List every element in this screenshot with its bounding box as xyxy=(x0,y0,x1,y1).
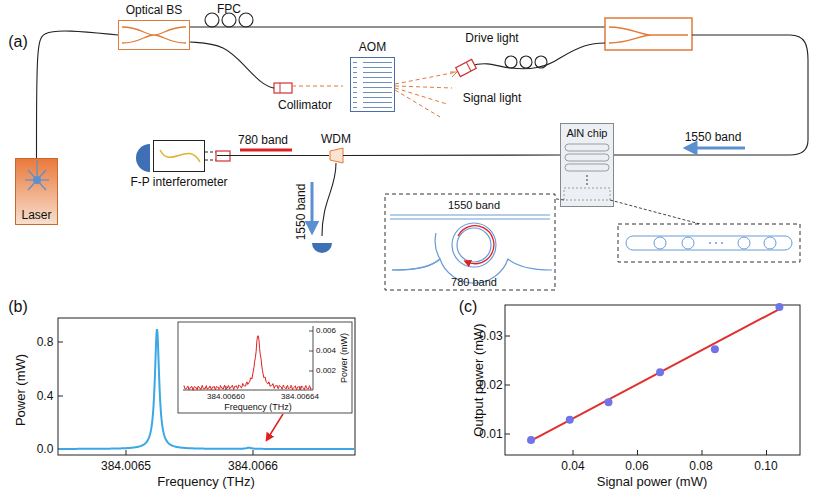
figure-label: 0.04 xyxy=(561,460,584,472)
figure-label: 0.004 xyxy=(316,347,336,355)
figure-label: Drive light xyxy=(465,32,518,44)
figure-label: 0.01 xyxy=(479,428,502,440)
node-label: AOM xyxy=(359,40,386,54)
figure-label: 0.08 xyxy=(689,460,712,472)
node-label: WDM xyxy=(321,132,351,146)
figure-label: Signal light xyxy=(463,92,522,104)
figure-label: Collimator xyxy=(278,99,332,111)
figure-label: FPC xyxy=(217,3,241,15)
aom-box: AOM xyxy=(350,57,395,112)
figure-label: 0.03 xyxy=(479,330,502,342)
figure-label: 0.0 xyxy=(37,443,54,455)
figure-label: 780 band xyxy=(451,277,497,288)
figure-label: 0.02 xyxy=(479,379,502,391)
figure-label: 384.0065 xyxy=(101,460,151,472)
figure-label: 0.006 xyxy=(316,327,336,335)
figure-label: 0.10 xyxy=(754,460,777,472)
optical-fiber xyxy=(37,31,119,158)
node-label: AlN chip xyxy=(567,127,608,139)
optical-fiber xyxy=(217,155,329,156)
node-label: F-P interferometer xyxy=(130,175,227,189)
wdm-symbol: WDM xyxy=(329,148,343,163)
panel-letter: (c) xyxy=(459,299,478,315)
data-point xyxy=(656,368,664,376)
figure-label: Power (mW) xyxy=(14,354,27,426)
data-point xyxy=(775,303,783,311)
optical-fiber xyxy=(343,154,560,156)
data-point xyxy=(527,436,535,444)
panel-letter: (a) xyxy=(8,34,28,50)
fp-interferometer: F-P interferometer xyxy=(153,140,205,172)
figure-label: 1550 band xyxy=(448,200,500,211)
node-label: Optical BS xyxy=(126,3,183,17)
panel-letter: (b) xyxy=(8,299,28,315)
optical-fiber xyxy=(190,42,274,88)
figure-label: 780 band xyxy=(238,134,288,146)
figure-label: Frequency (THz) xyxy=(224,403,292,412)
figure-label: 0.06 xyxy=(625,460,648,472)
figure-label: Signal power (mW) xyxy=(597,475,708,488)
figure-label: 384.00660 xyxy=(207,393,245,401)
data-point xyxy=(604,398,612,406)
inset-curve xyxy=(184,336,311,391)
figure-label: 0.4 xyxy=(37,390,54,402)
node-label: Laser xyxy=(21,208,51,222)
figure-label: 0.8 xyxy=(37,336,54,348)
figure-label: 1550 band xyxy=(295,184,307,241)
figure-label: 1550 band xyxy=(685,131,742,143)
figure-label: 384.00664 xyxy=(281,393,319,401)
figure-label: 0.002 xyxy=(316,367,336,375)
chip-box: AlN chip xyxy=(560,123,614,207)
beam-splitter: Optical BS xyxy=(118,20,190,50)
laser-box: Laser xyxy=(15,158,58,225)
data-point xyxy=(711,345,719,353)
data-point xyxy=(566,416,574,424)
fit-line xyxy=(528,309,780,442)
figure-label: Power (mW) xyxy=(340,333,349,383)
figure-label: Frequency (THz) xyxy=(157,475,255,488)
figure-label: 384.0066 xyxy=(228,460,278,472)
